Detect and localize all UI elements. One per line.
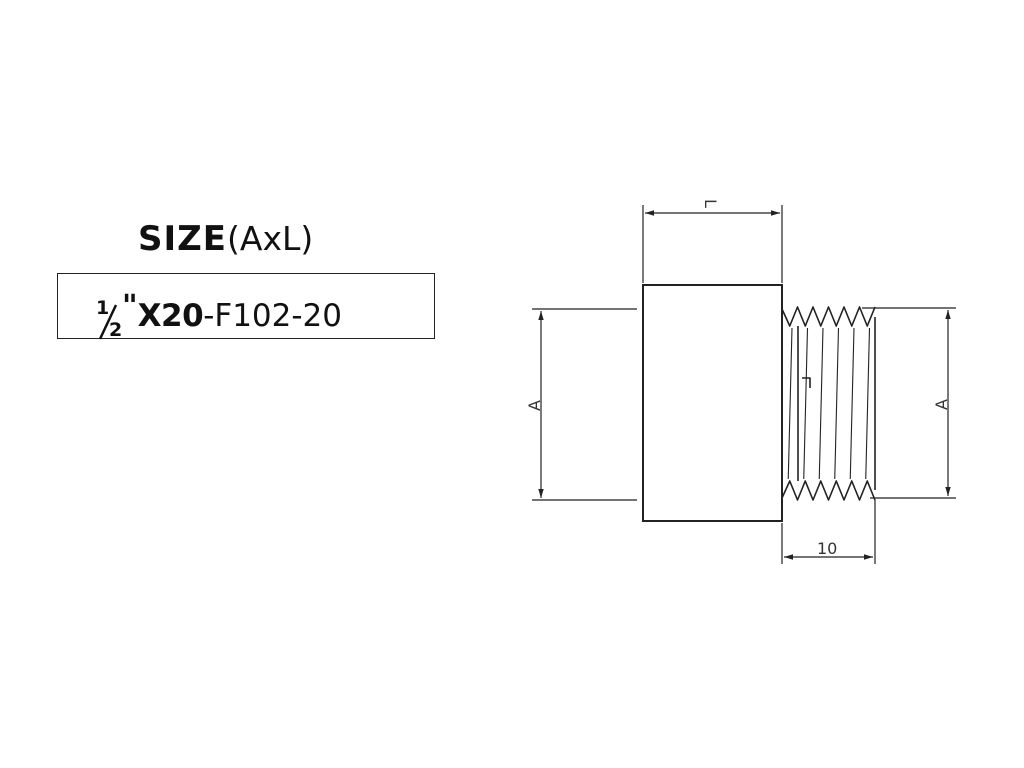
thread-profile-bottom [781,480,876,501]
dimension-a-right: A [862,307,956,499]
threaded-section [781,306,876,501]
dimension-10: 10 [781,500,876,564]
thread-crest-line [834,327,840,480]
fraction-denominator: 2 [109,318,123,341]
dimension-a-left: A [525,308,637,501]
size-subtitle: (AxL) [227,219,314,258]
dimension-l-label: L [701,199,720,208]
size-spec-text: 1 2 "X20-F102-20 [92,282,343,340]
thread-crest-line [849,327,855,480]
inch-mark: " [122,289,138,324]
dimension-l: L [642,199,783,283]
thread-profile-top [781,306,876,327]
size-title: SIZE [138,219,228,259]
fraction-slash [98,304,118,340]
dimension-10-label: 10 [817,539,837,558]
size-spec-box: 1 2 "X20-F102-20 [57,273,435,340]
size-dimension: X20 [137,298,204,334]
size-heading: SIZE(AxL) [138,213,313,265]
fitting-body [642,284,783,522]
dimension-a-left-label: A [525,400,544,411]
thread-crest-line [865,327,871,480]
thread-crest-line [803,327,809,480]
fraction-half: 1 2 [92,296,124,344]
thread-crest-line [818,327,824,480]
thread-undercut-mark [802,377,811,388]
thread-crest-line [787,327,793,480]
dimension-a-right-label: A [932,399,951,410]
part-code: -F102-20 [203,298,343,334]
fraction-numerator: 1 [96,296,110,319]
